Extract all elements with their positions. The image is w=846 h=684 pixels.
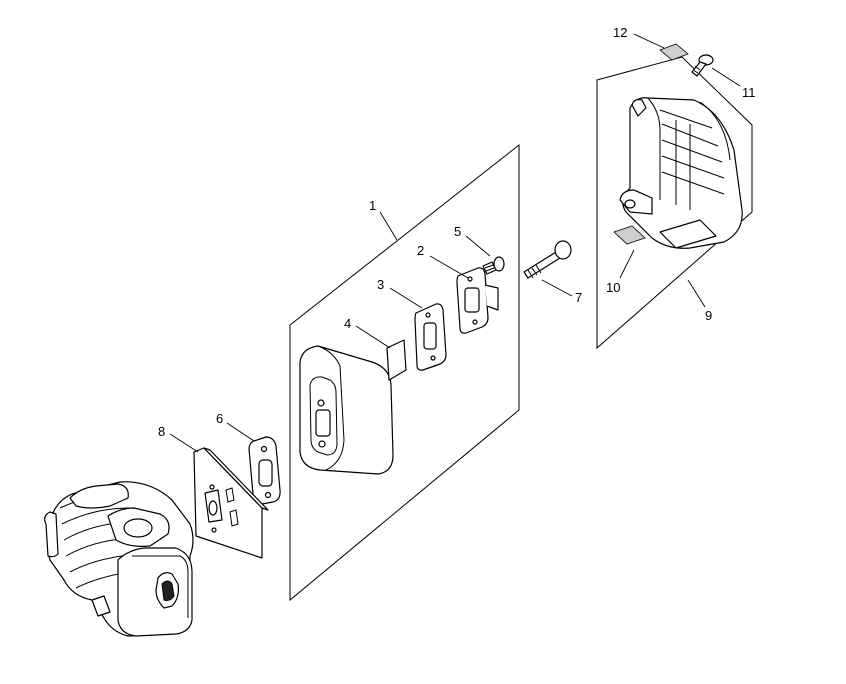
callout-9: 9 xyxy=(705,308,712,323)
part-2-plate xyxy=(456,267,499,334)
muffler-body xyxy=(299,345,394,475)
callout-labels: 1 2 3 4 5 6 7 8 9 10 11 12 xyxy=(158,25,756,439)
callout-7: 7 xyxy=(575,290,582,305)
leader-10 xyxy=(619,249,635,279)
part-3-gasket xyxy=(414,303,447,371)
cover-panel xyxy=(596,56,753,350)
part-7-bolt xyxy=(523,240,572,279)
leader-1 xyxy=(379,211,398,241)
part-8-plate xyxy=(193,447,269,559)
callout-1: 1 xyxy=(369,198,376,213)
callout-8: 8 xyxy=(158,424,165,439)
leader-12 xyxy=(633,33,665,49)
muffler-assembly-panel xyxy=(289,143,520,602)
leader-6 xyxy=(226,422,255,442)
part-4-plate xyxy=(386,339,407,381)
callout-4: 4 xyxy=(344,316,351,331)
part-12-label xyxy=(659,43,689,61)
callout-12: 12 xyxy=(613,25,627,40)
part-6-gasket xyxy=(248,436,281,505)
part-11-screw xyxy=(691,54,714,77)
leader-11 xyxy=(711,67,741,87)
callout-11: 11 xyxy=(742,85,756,100)
callout-10: 10 xyxy=(606,280,620,295)
leader-3 xyxy=(389,287,423,309)
leader-5 xyxy=(465,235,491,257)
leader-8 xyxy=(169,433,199,453)
leader-lines xyxy=(169,33,741,453)
leader-7 xyxy=(541,279,573,297)
part-10-label xyxy=(613,225,646,245)
callout-2: 2 xyxy=(417,243,424,258)
callout-6: 6 xyxy=(216,411,223,426)
part-5-screw xyxy=(482,256,505,275)
muffler-cover xyxy=(619,97,743,249)
callout-3: 3 xyxy=(377,277,384,292)
leader-9 xyxy=(687,279,706,308)
leader-4 xyxy=(355,325,391,349)
cylinder-block xyxy=(44,481,194,637)
leader-2 xyxy=(429,255,469,279)
callout-5: 5 xyxy=(454,224,461,239)
